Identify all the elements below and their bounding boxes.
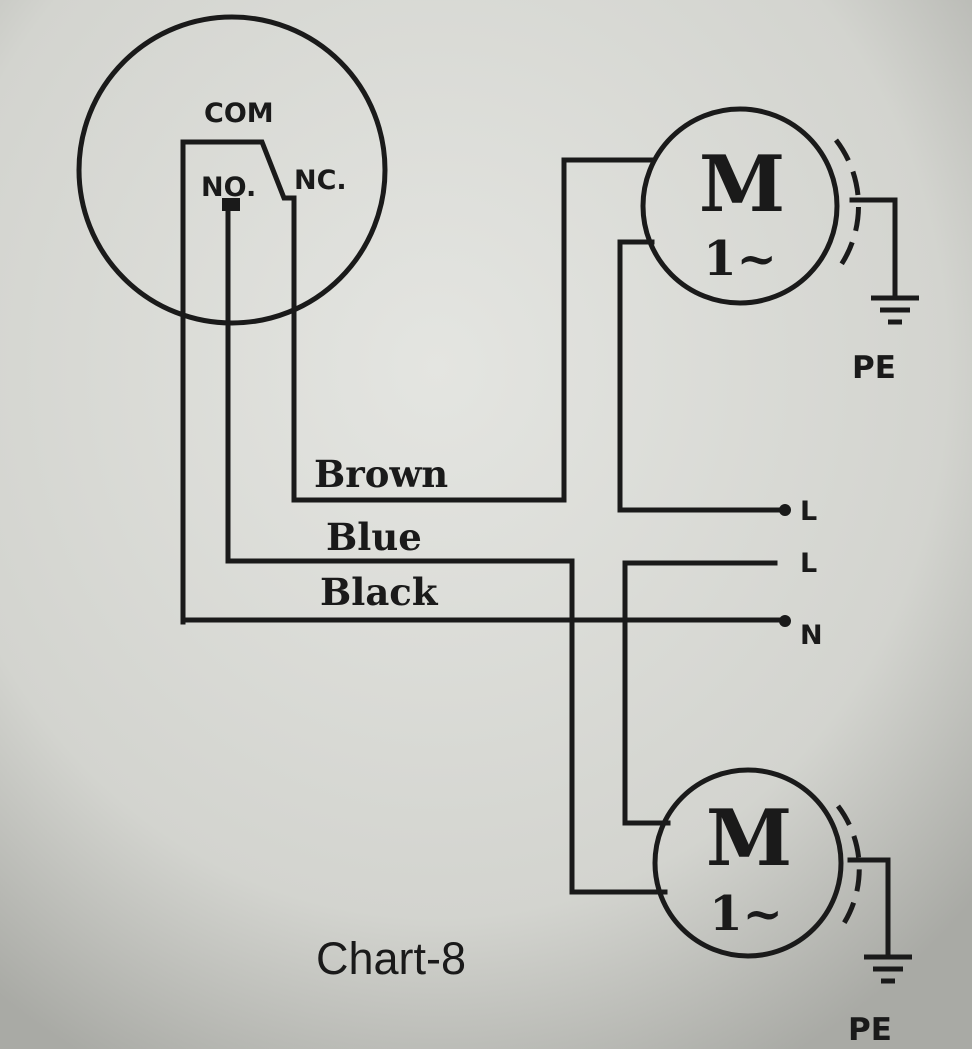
no-terminal <box>222 198 240 211</box>
com-contact-wire <box>180 139 297 625</box>
motor-bottom-phase: 1~ <box>709 886 783 942</box>
brown-wire-label: Brown <box>314 452 448 496</box>
motor-bottom-ground-arc <box>836 804 862 934</box>
motor-bottom: M 1~ PE <box>652 767 912 1048</box>
com-label: COM <box>204 98 274 129</box>
motor-top: M 1~ PE <box>640 106 919 386</box>
blue-wire-label: Blue <box>326 515 422 559</box>
black-wire-label: Black <box>320 570 439 614</box>
motor-bottom-ground-icon <box>864 954 912 984</box>
motor-bottom-ground-wire <box>847 857 891 958</box>
chart-caption: Chart-8 <box>316 933 466 984</box>
top-motor-to-l-wire <box>617 239 786 513</box>
motor-bottom-symbol: M <box>706 793 792 884</box>
nc-label: NC. <box>294 165 347 196</box>
terminal-n-dot <box>779 615 791 627</box>
terminal-l1-dot <box>779 504 791 516</box>
motor-top-ground-icon <box>871 295 919 325</box>
motor-bottom-ground-label: PE <box>848 1012 892 1048</box>
switch-unit: COM NO. NC. <box>76 14 388 625</box>
blue-wire <box>225 207 668 895</box>
bottom-motor-to-l-wire <box>622 560 778 826</box>
motor-top-symbol: M <box>699 139 785 230</box>
switch-circle <box>76 14 388 326</box>
motor-top-ground-wire <box>849 197 898 299</box>
no-label: NO. <box>201 172 256 203</box>
motor-top-circle <box>640 106 840 306</box>
terminal-l1-label: L <box>800 496 817 527</box>
terminal-l2-label: L <box>800 548 817 579</box>
motor-bottom-circle <box>652 767 844 959</box>
brown-wire <box>291 157 655 503</box>
motor-top-ground-label: PE <box>852 350 896 386</box>
motor-top-ground-arc <box>834 138 861 274</box>
terminal-n-label: N <box>800 620 823 651</box>
motor-top-phase: 1~ <box>703 231 777 287</box>
